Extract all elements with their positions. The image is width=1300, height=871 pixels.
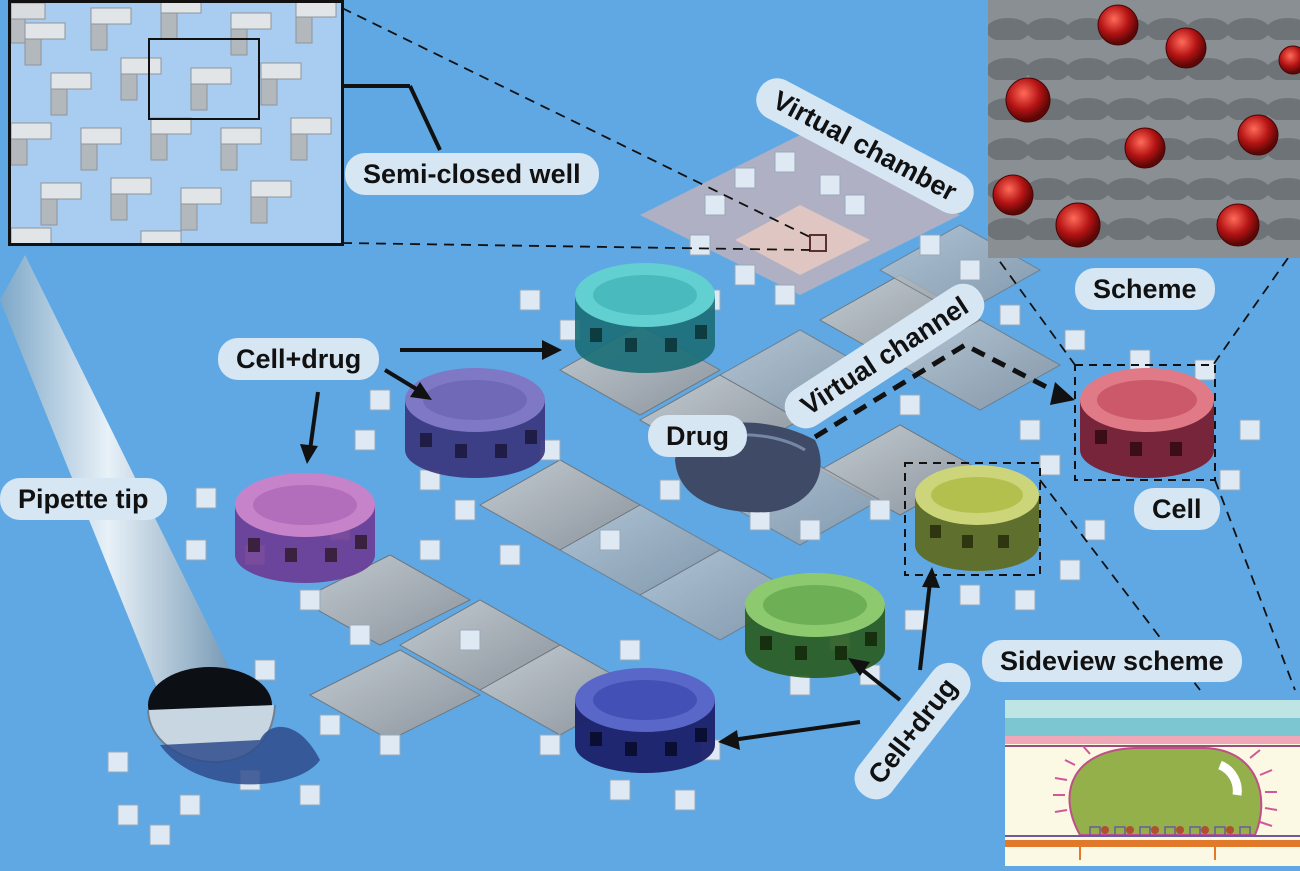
droplet-teal bbox=[575, 263, 715, 373]
zoom-lines bbox=[341, 7, 1296, 691]
label-pipette-tip: Pipette tip bbox=[0, 478, 167, 520]
semi-closed-well-pattern bbox=[11, 3, 337, 243]
droplet-green bbox=[745, 573, 885, 678]
droplet-purple bbox=[405, 368, 545, 478]
label-semi-closed-well: Semi-closed well bbox=[345, 153, 599, 195]
sideview-inset bbox=[1005, 700, 1300, 866]
drug-cell-highlight-box bbox=[904, 462, 1041, 576]
label-cell: Cell bbox=[1134, 488, 1220, 530]
label-scheme: Scheme bbox=[1075, 268, 1215, 310]
arrows bbox=[273, 76, 940, 750]
droplet-pink bbox=[235, 473, 375, 583]
chamber-marker-square bbox=[809, 234, 827, 252]
zoom-window bbox=[148, 38, 260, 120]
scheme-cells bbox=[988, 0, 1300, 258]
scheme-inset bbox=[988, 0, 1300, 258]
sideview-drawing bbox=[1005, 700, 1300, 866]
label-drug: Drug bbox=[648, 415, 747, 457]
droplet-red-cell bbox=[1080, 368, 1214, 478]
virtual-channel-path bbox=[813, 342, 1064, 440]
virtual-channel-arrowhead bbox=[1050, 382, 1075, 405]
label-cell-drug-top: Cell+drug bbox=[218, 338, 380, 380]
droplet-yellow bbox=[915, 465, 1039, 571]
label-sideview-scheme: Sideview scheme bbox=[982, 640, 1242, 682]
semi-closed-well-inset bbox=[8, 0, 344, 246]
droplet-blue bbox=[575, 668, 715, 773]
cell-highlight-box bbox=[1074, 364, 1216, 481]
